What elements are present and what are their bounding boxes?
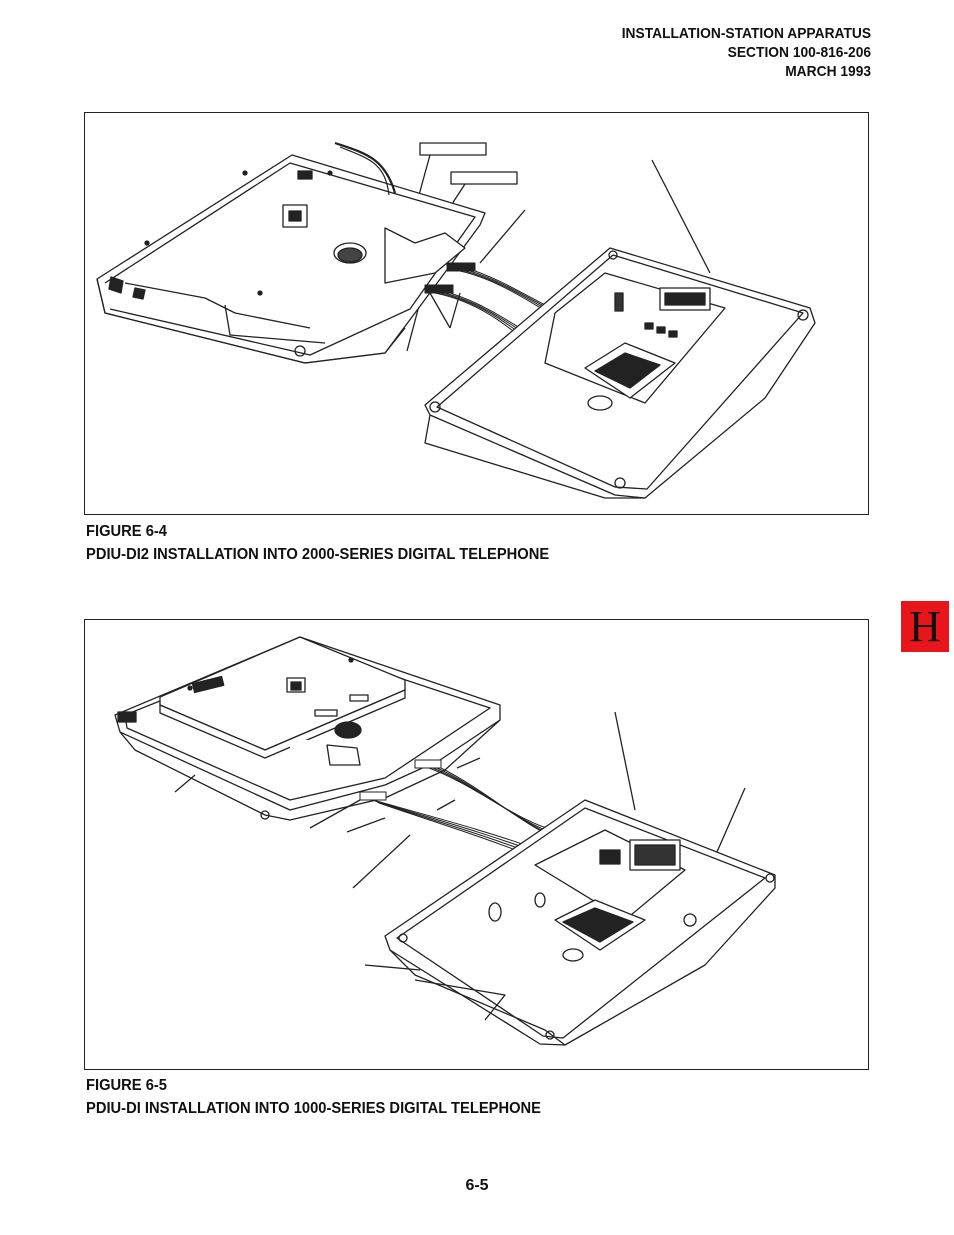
station-cover-assembly — [114, 636, 501, 821]
figure-title: PDIU-DI INSTALLATION INTO 1000-SERIES DI… — [86, 1100, 542, 1117]
telephone-base — [424, 247, 816, 499]
header-date: MARCH 1993 — [785, 63, 871, 80]
figure-title: PDIU-DI2 INSTALLATION INTO 2000-SERIES D… — [86, 546, 550, 563]
figure-6-5-illustration — [84, 619, 869, 1070]
figure-6-4-illustration — [84, 112, 869, 515]
page-number: 6-5 — [465, 1177, 489, 1194]
telephone-base — [384, 799, 776, 1046]
document-header: INSTALLATION-STATION APPARATUS SECTION 1… — [622, 24, 871, 81]
figure-6-5-caption: FIGURE 6-5 PDIU-DI INSTALLATION INTO 100… — [86, 1074, 541, 1120]
station-cover-assembly — [96, 141, 486, 364]
figure-number: FIGURE 6-4 — [86, 523, 167, 540]
figure-6-5-drawing — [114, 636, 776, 1046]
figure-6-4-drawing — [96, 141, 816, 499]
figure-6-4-caption: FIGURE 6-4 PDIU-DI2 INSTALLATION INTO 20… — [86, 520, 549, 566]
header-section: SECTION 100-816-206 — [727, 44, 871, 61]
label-box — [450, 171, 518, 185]
section-tab-h: H — [901, 601, 949, 652]
label-box — [419, 142, 487, 156]
figure-number: FIGURE 6-5 — [86, 1077, 167, 1094]
header-title: INSTALLATION-STATION APPARATUS — [621, 25, 871, 42]
